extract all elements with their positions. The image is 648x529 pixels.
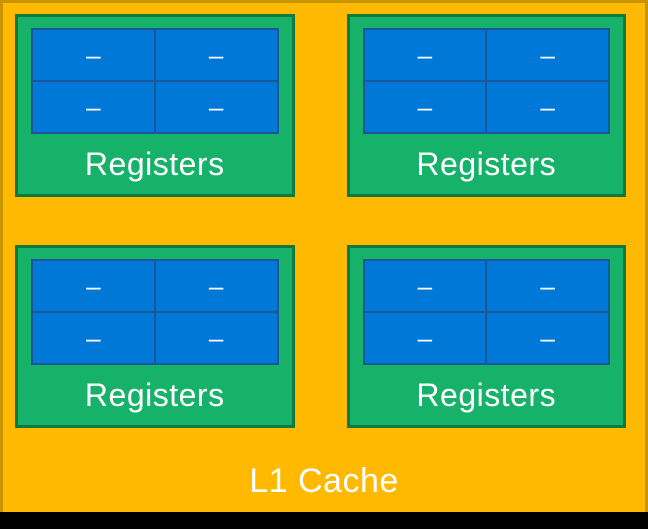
registers-label: Registers (416, 145, 557, 182)
register-cell: – (155, 82, 277, 132)
core-box-top-right: – – – – Registers (346, 14, 626, 197)
register-cell: – (33, 30, 154, 80)
registers-label: Registers (84, 376, 225, 413)
register-cell: – (33, 261, 154, 311)
register-cell: – (33, 313, 154, 363)
register-cell: – (33, 82, 154, 132)
core-box-bottom-right: – – – – Registers (346, 245, 626, 428)
register-cell: – (487, 82, 608, 132)
cores-grid: – – – – Registers – – – – Registers – (3, 3, 645, 428)
register-cell-grid: – – – – (362, 28, 610, 134)
register-cell: – (155, 261, 277, 311)
l1-cache-label: L1 Cache (249, 461, 399, 500)
register-cell-grid: – – – – (362, 259, 610, 365)
core-box-bottom-left: – – – – Registers (15, 245, 295, 428)
register-cell: – (155, 30, 277, 80)
register-cell: – (364, 313, 486, 363)
register-cell: – (155, 313, 277, 363)
register-cell: – (487, 261, 608, 311)
core-box-top-left: – – – – Registers (15, 14, 295, 197)
registers-label: Registers (416, 376, 557, 413)
register-cell: – (364, 261, 486, 311)
register-cell-grid: – – – – (31, 28, 279, 134)
register-cell: – (487, 313, 608, 363)
l1-cache-panel: – – – – Registers – – – – Registers – (0, 0, 648, 512)
registers-label: Registers (84, 145, 225, 182)
l1-cache-label-row: L1 Cache (3, 428, 645, 512)
register-cell: – (364, 82, 486, 132)
register-cell: – (364, 30, 486, 80)
register-cell-grid: – – – – (31, 259, 279, 365)
register-cell: – (487, 30, 608, 80)
